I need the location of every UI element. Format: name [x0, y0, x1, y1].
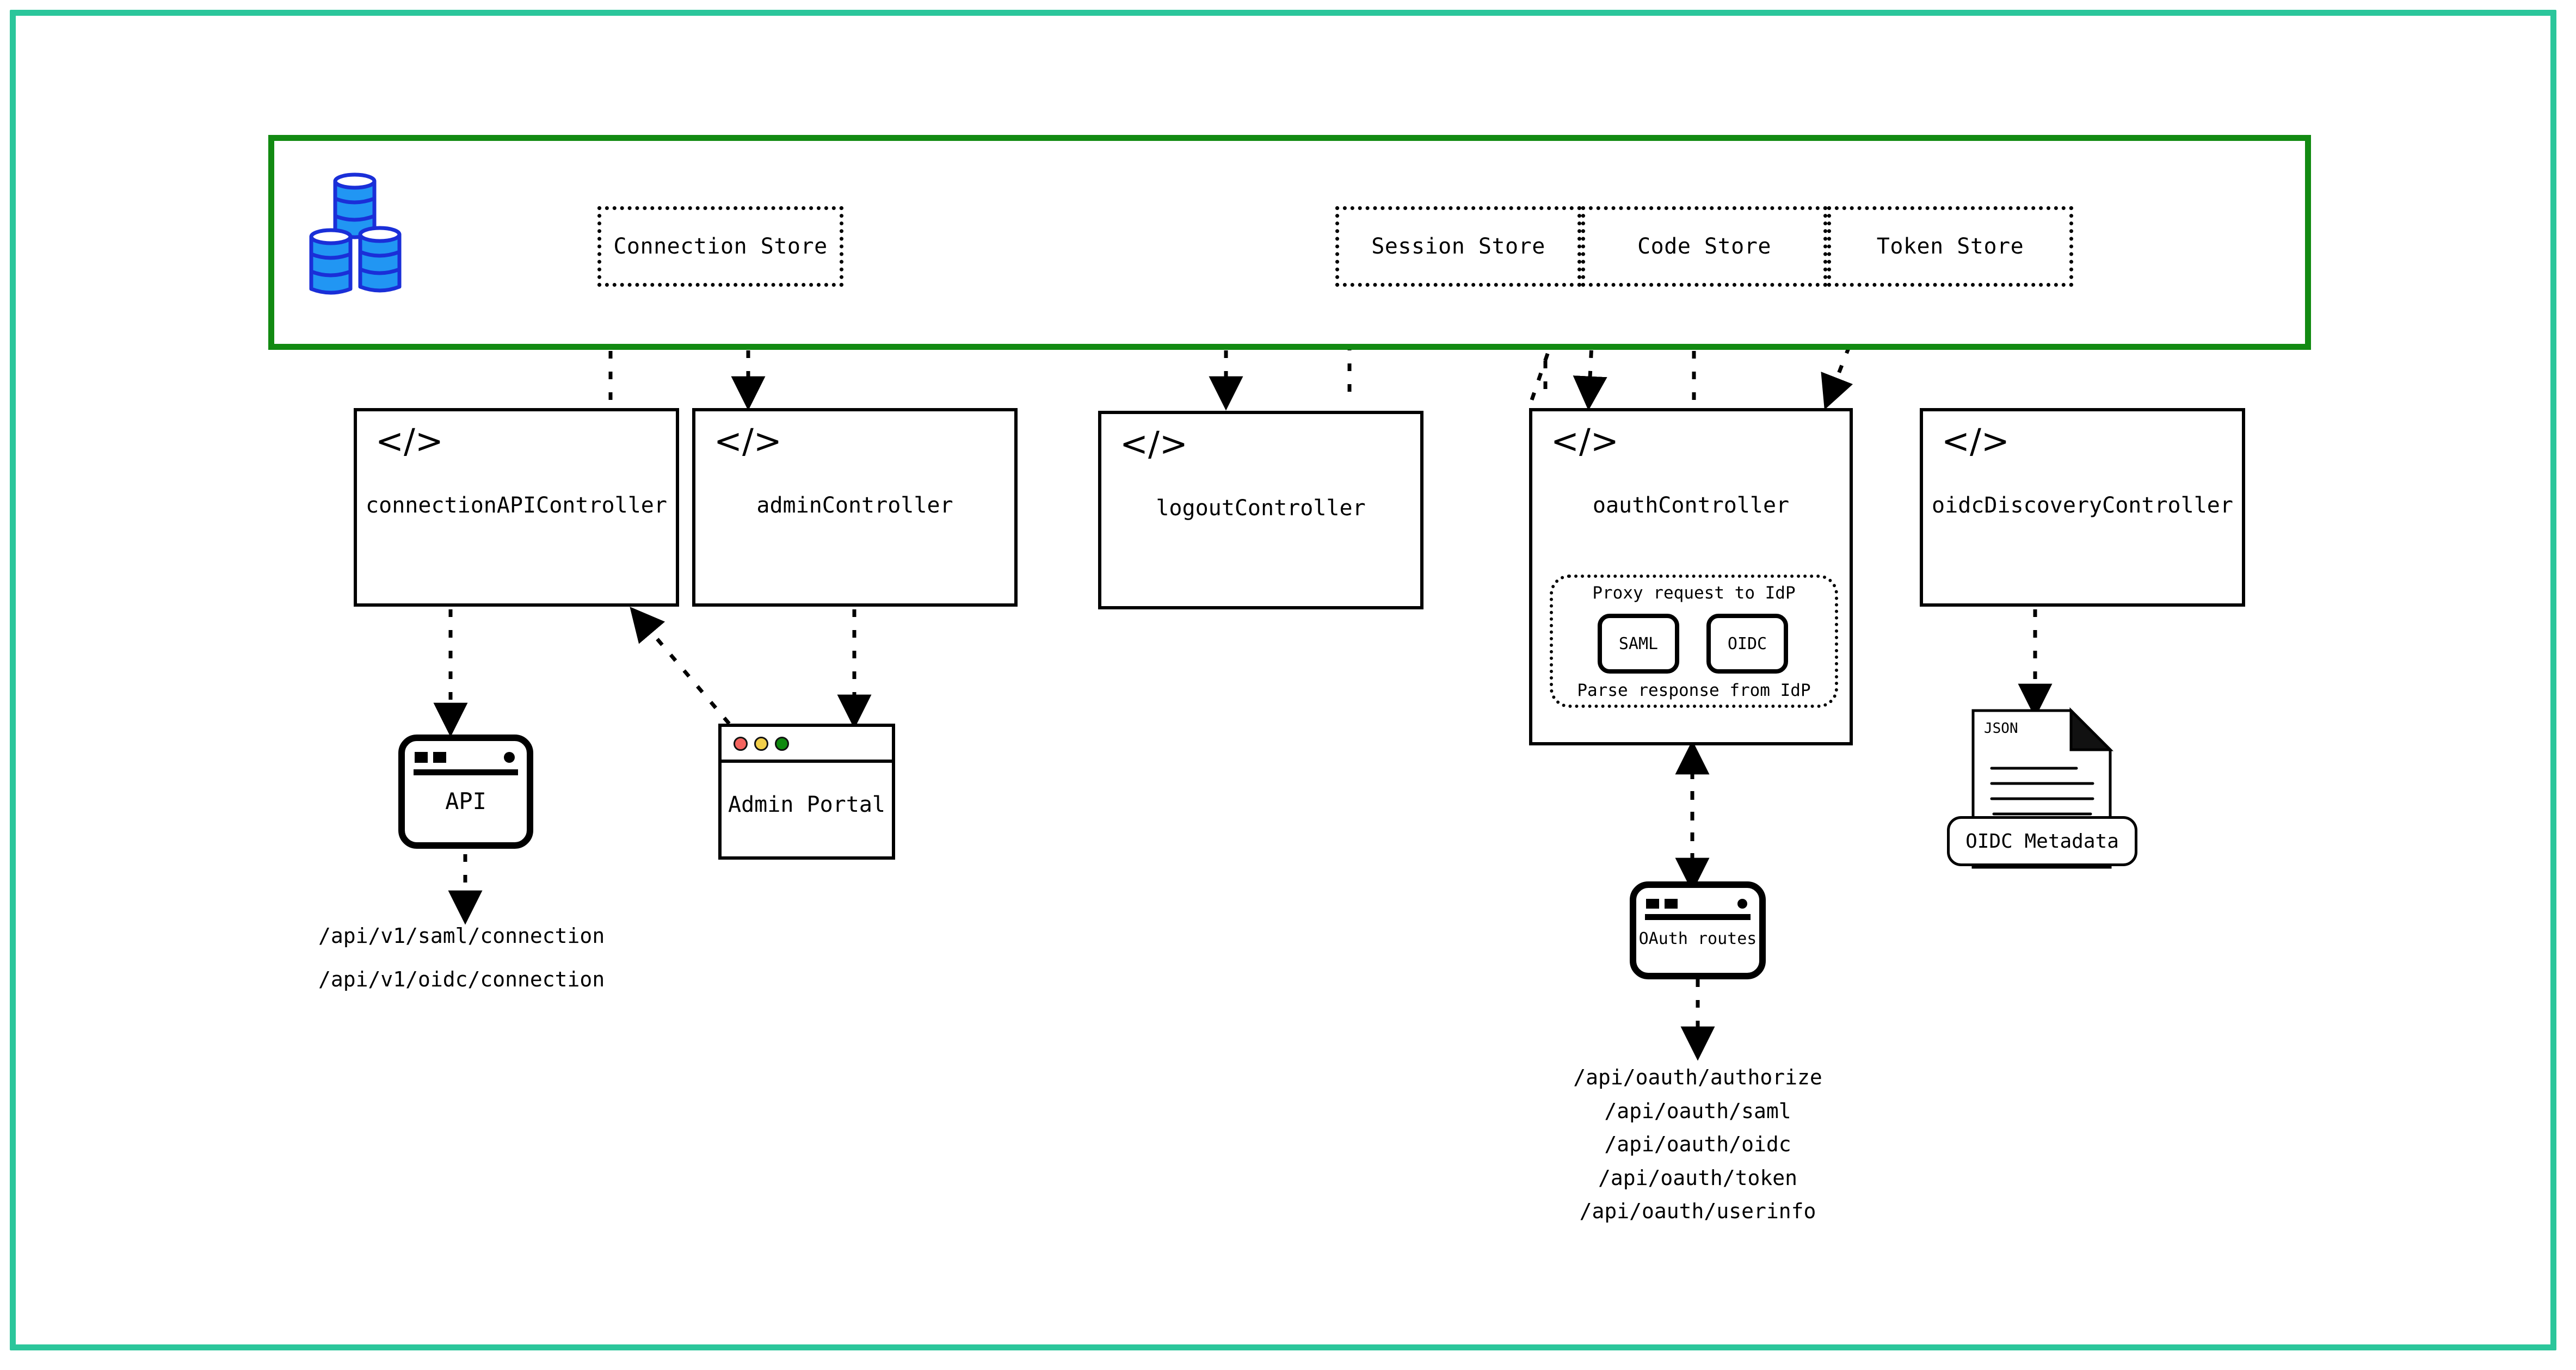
close-light-icon[interactable]: [734, 737, 748, 751]
oauth-routes-node[interactable]: OAuth routes: [1630, 881, 1766, 979]
oidc-pill[interactable]: OIDC: [1706, 614, 1788, 674]
store-session-store[interactable]: Session Store: [1335, 206, 1581, 287]
api-node[interactable]: API: [398, 735, 533, 849]
parse-response-label: Parse response from IdP: [1577, 681, 1811, 700]
endpoint-oauth-oidc: /api/oauth/oidc: [1604, 1132, 1791, 1157]
store-connection-store[interactable]: Connection Store: [597, 206, 843, 287]
saml-pill[interactable]: SAML: [1598, 614, 1679, 674]
endpoint-saml-connection: /api/v1/saml/connection: [318, 924, 605, 948]
code-tag-icon: </>: [1551, 421, 1619, 461]
controller-connection-api[interactable]: </> connectionAPIController: [354, 408, 679, 607]
device-dot: [433, 752, 446, 763]
database-cylinders-icon: [309, 172, 402, 295]
code-tag-icon: </>: [1942, 421, 2010, 461]
controller-label: oauthController: [1592, 493, 1790, 518]
store-label: Connection Store: [613, 234, 828, 259]
store-code-store[interactable]: Code Store: [1581, 206, 1827, 287]
store-token-store[interactable]: Token Store: [1827, 206, 2073, 287]
datastore-band: Connection Store Session Store Code Stor…: [268, 135, 2311, 350]
controller-label: logoutController: [1156, 496, 1366, 521]
device-dot: [504, 752, 515, 763]
admin-portal-window[interactable]: Admin Portal: [718, 724, 895, 860]
endpoint-oauth-token: /api/oauth/token: [1598, 1165, 1798, 1190]
code-tag-icon: </>: [1120, 424, 1188, 464]
device-titlebar-line: [1645, 914, 1751, 920]
device-titlebar-line: [414, 769, 518, 775]
controller-label: connectionAPIController: [366, 493, 667, 518]
proxy-request-label: Proxy request to IdP: [1592, 583, 1796, 603]
store-label: Token Store: [1876, 234, 2024, 259]
device-dot: [1737, 899, 1747, 909]
controller-oauth[interactable]: </> oauthController Proxy request to IdP…: [1529, 408, 1853, 745]
oauth-endpoint-list: /api/oauth/authorize /api/oauth/saml /ap…: [1502, 1061, 1894, 1229]
controller-label: adminController: [756, 493, 953, 518]
device-dot: [1665, 899, 1678, 909]
proxy-idp-group: Proxy request to IdP SAML OIDC Parse res…: [1550, 575, 1838, 708]
maximize-light-icon[interactable]: [775, 737, 789, 751]
device-dot: [415, 752, 428, 763]
minimize-light-icon[interactable]: [754, 737, 768, 751]
endpoint-oauth-userinfo: /api/oauth/userinfo: [1579, 1199, 1816, 1224]
code-tag-icon: </>: [375, 421, 443, 461]
store-label: Session Store: [1371, 234, 1545, 259]
controller-logout[interactable]: </> logoutController: [1098, 411, 1423, 609]
device-dot: [1646, 899, 1659, 909]
controller-label: oidcDiscoveryController: [1932, 493, 2233, 518]
controller-oidc-discovery[interactable]: </> oidcDiscoveryController: [1920, 408, 2245, 607]
oidc-metadata-badge[interactable]: OIDC Metadata: [1947, 816, 2137, 866]
admin-portal-label: Admin Portal: [728, 792, 885, 817]
code-tag-icon: </>: [714, 421, 782, 461]
browser-titlebar: [722, 727, 892, 763]
api-label: API: [445, 788, 486, 814]
json-type-label: JSON: [1984, 720, 2018, 737]
endpoint-oidc-connection: /api/v1/oidc/connection: [318, 967, 605, 991]
endpoint-oauth-saml: /api/oauth/saml: [1604, 1099, 1791, 1123]
oauth-routes-label: OAuth routes: [1638, 929, 1757, 948]
controller-admin[interactable]: </> adminController: [692, 408, 1018, 607]
endpoint-oauth-authorize: /api/oauth/authorize: [1573, 1065, 1822, 1089]
store-label: Code Store: [1637, 234, 1771, 259]
outer-frame: [10, 10, 2556, 1350]
